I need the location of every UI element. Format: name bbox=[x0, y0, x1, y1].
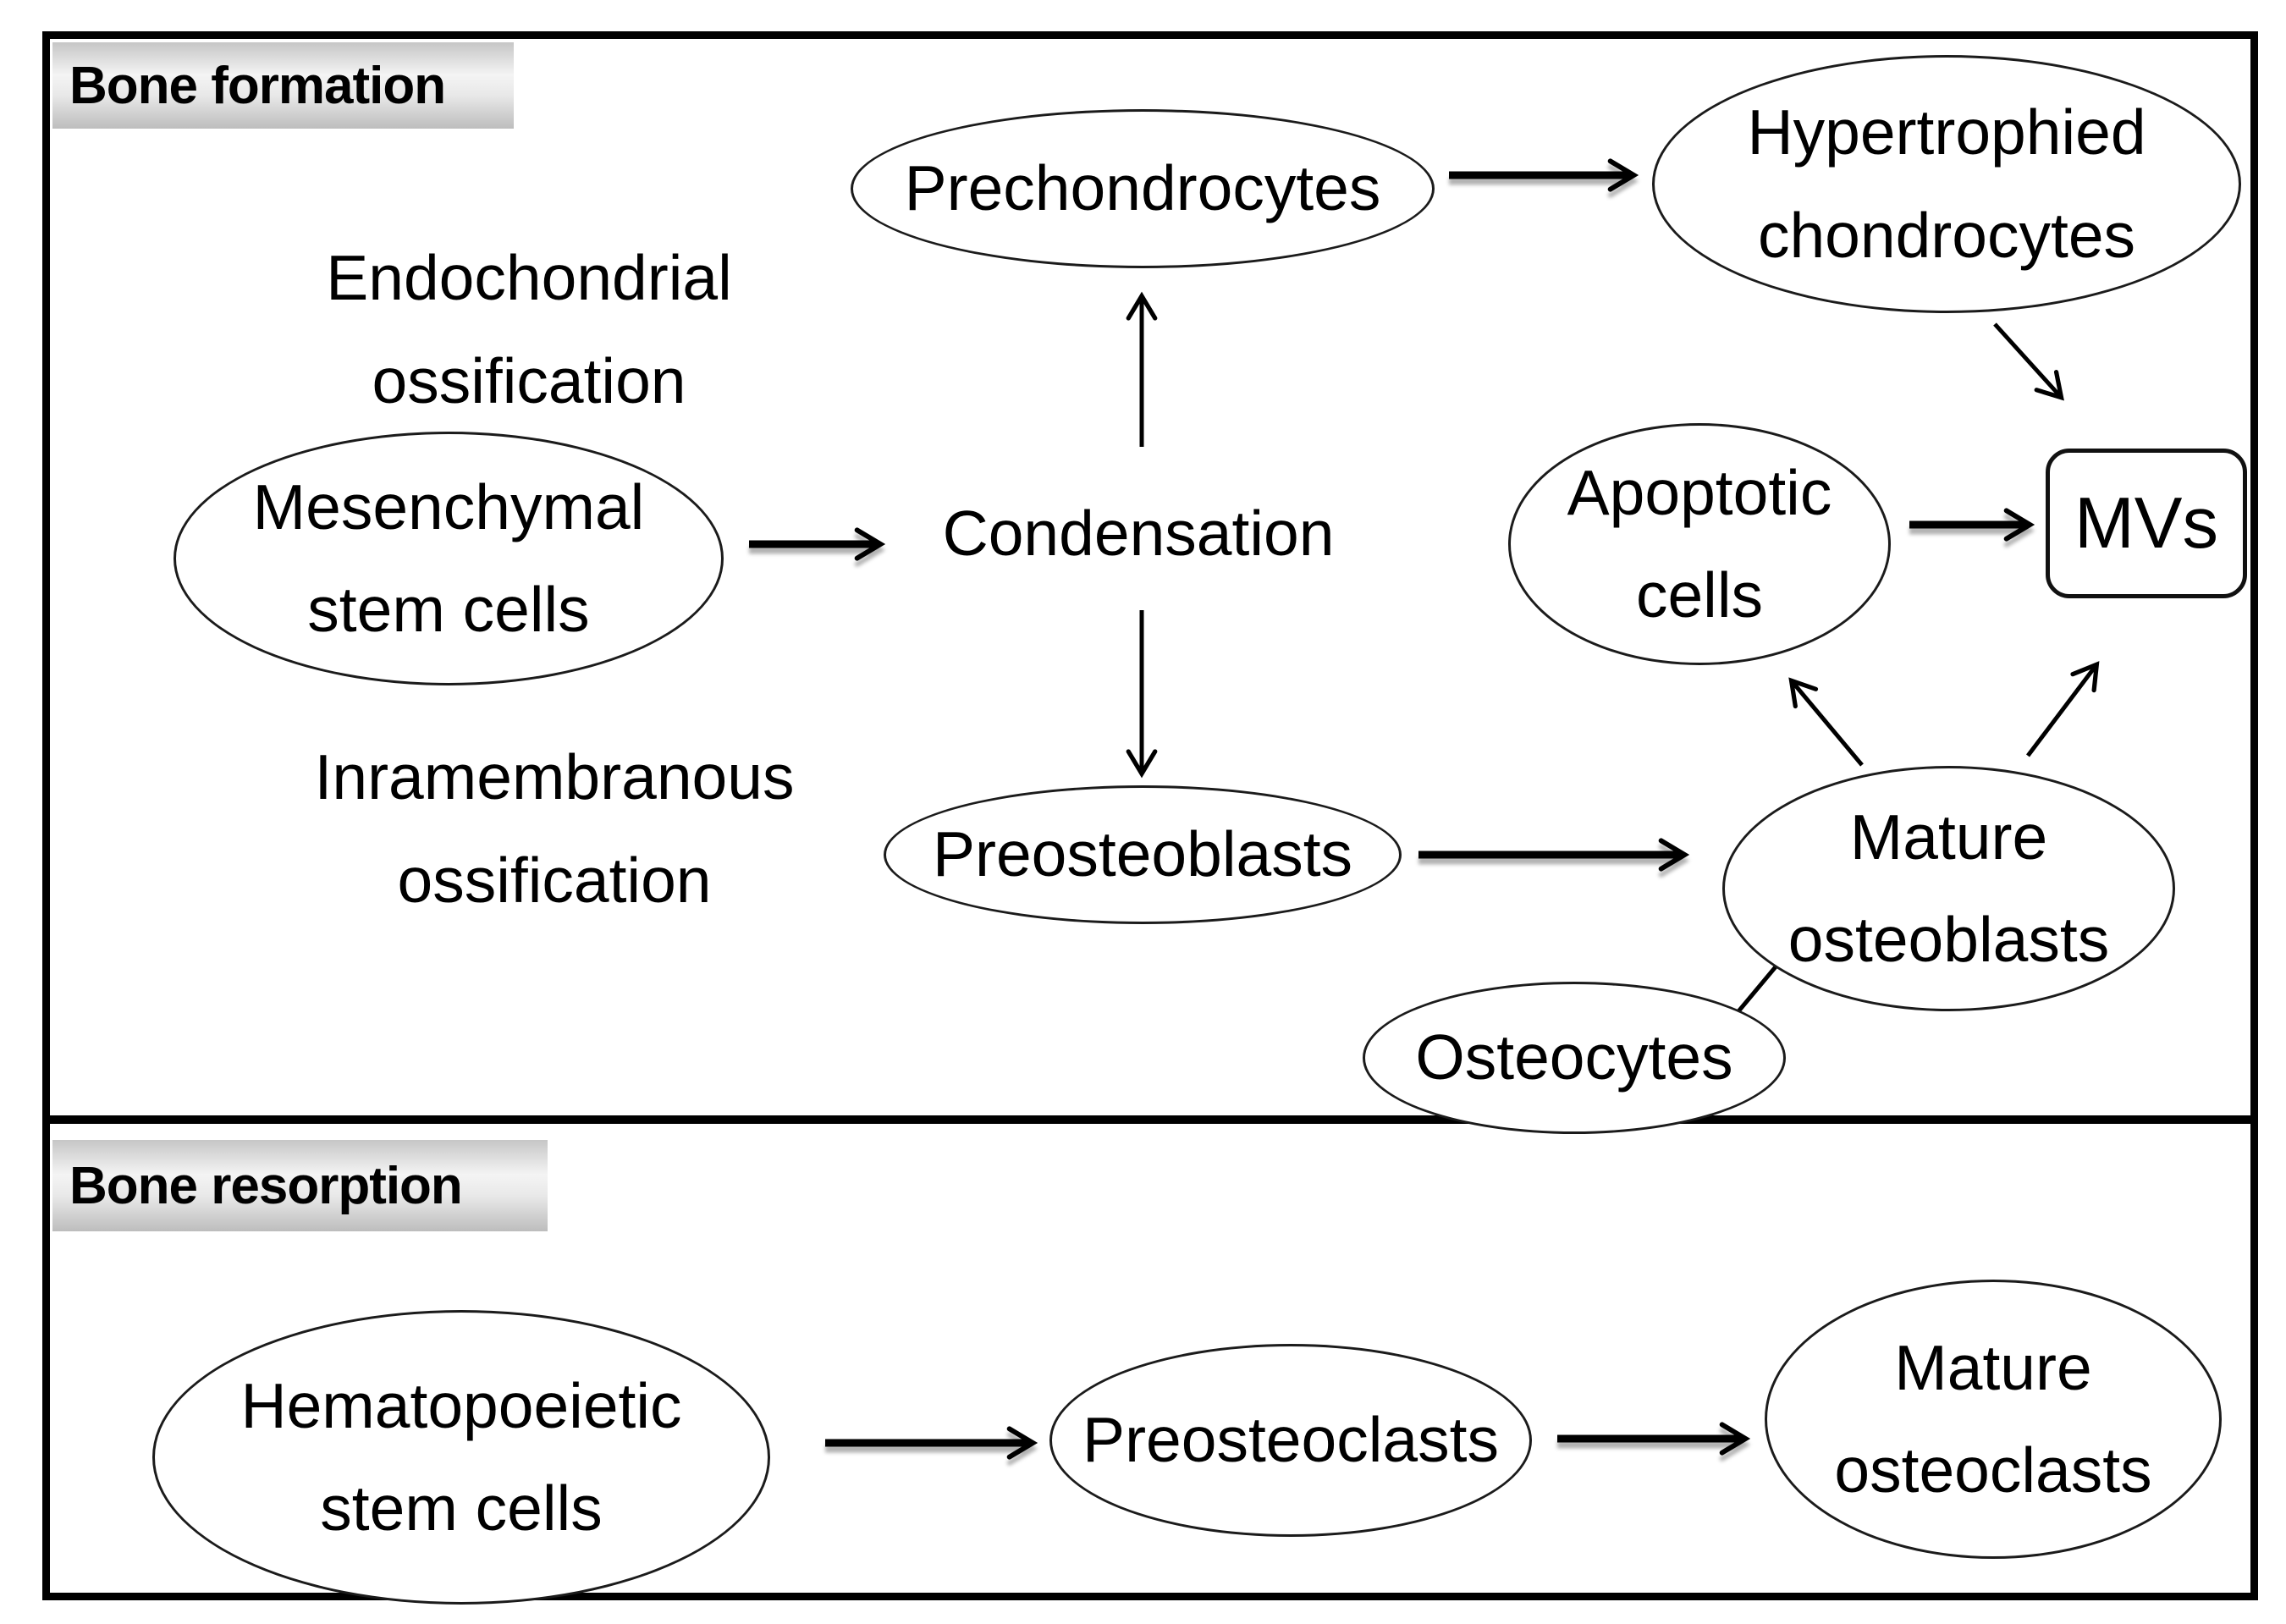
section-title-bone-resorption: Bone resorption bbox=[52, 1140, 548, 1231]
node-apoptotic-cells: Apoptotic cells bbox=[1508, 423, 1891, 665]
node-prechondrocytes: Prechondrocytes bbox=[851, 109, 1435, 268]
node-osteocytes: Osteocytes bbox=[1363, 982, 1786, 1134]
node-mvs: MVs bbox=[2046, 449, 2247, 598]
section-title-label: Bone resorption bbox=[69, 1156, 463, 1215]
node-mesenchymal-stem-cells: Mesenchymal stem cells bbox=[174, 432, 724, 685]
node-preosteoblasts: Preosteoblasts bbox=[884, 785, 1402, 924]
node-mature-osteoblasts: Mature osteoblasts bbox=[1722, 766, 2175, 1011]
section-divider bbox=[42, 1115, 2258, 1124]
label-endochondrial-ossification: Endochondrial ossification bbox=[326, 242, 732, 416]
node-hypertrophied-chondrocytes: Hypertrophied chondrocytes bbox=[1652, 55, 2241, 313]
node-condensation: Condensation bbox=[942, 497, 1335, 569]
section-title-label: Bone formation bbox=[69, 56, 446, 115]
node-preosteoclasts: Preosteoclasts bbox=[1049, 1344, 1532, 1537]
label-inramembranous-ossification: Inramembranous ossification bbox=[314, 741, 795, 916]
node-mature-osteoclasts: Mature osteoclasts bbox=[1765, 1280, 2222, 1559]
node-hematopoeietic-stem-cells: Hematopoeietic stem cells bbox=[152, 1310, 770, 1605]
section-title-bone-formation: Bone formation bbox=[52, 42, 514, 129]
